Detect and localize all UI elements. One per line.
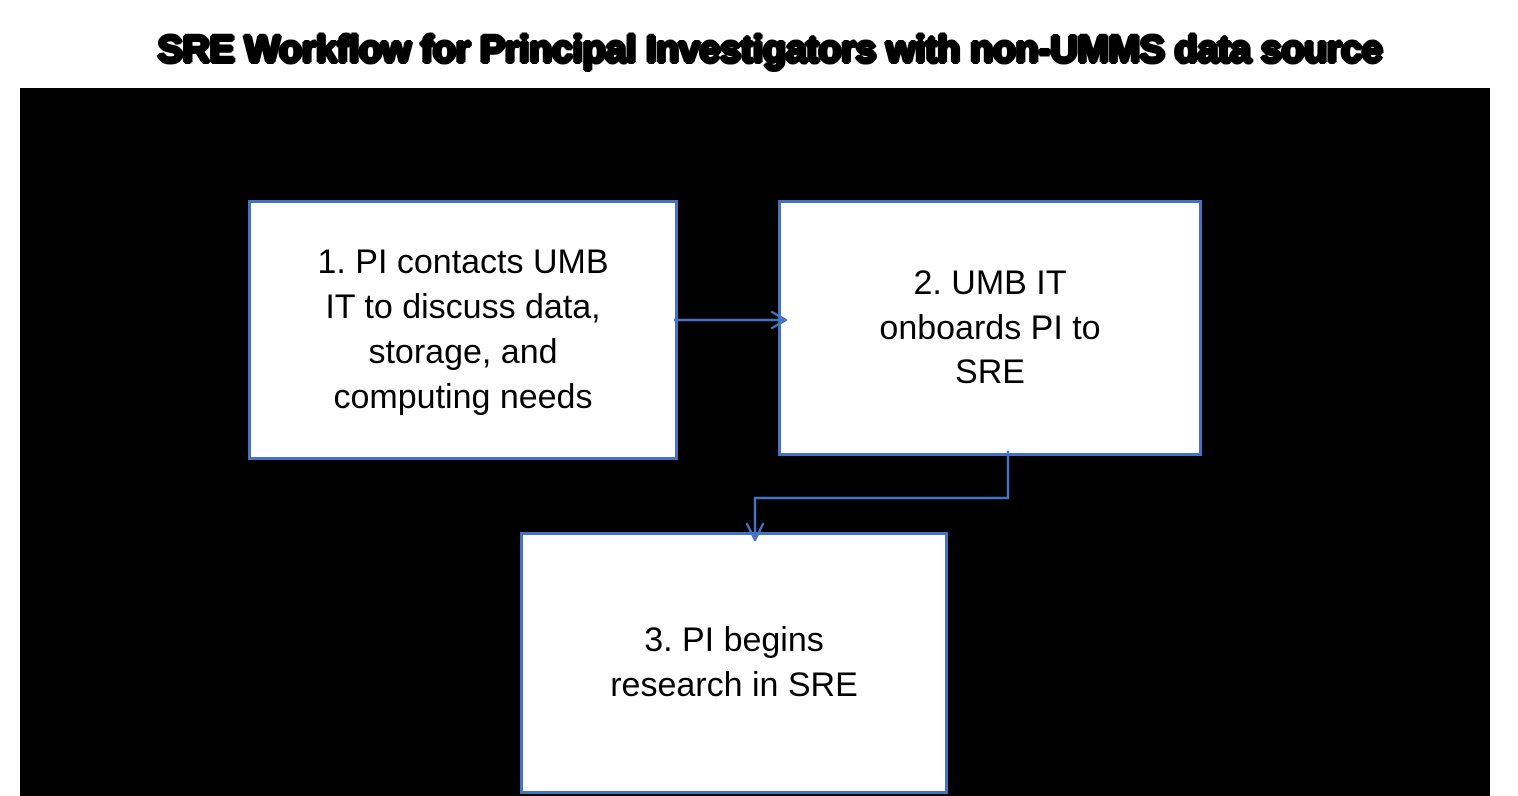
flowchart-box-step-3[interactable]: 3. PI begins research in SRE: [520, 532, 948, 794]
connector-elbow-line: [753, 450, 1010, 538]
arrowhead-right-icon: [770, 310, 788, 330]
flowchart-box-step-2[interactable]: 2. UMB IT onboards PI to SRE: [778, 200, 1202, 456]
connector-arrow-step1-to-step2: [674, 310, 788, 330]
connector-arrow-step2-to-step3: [745, 450, 1010, 542]
diagram-canvas: 1. PI contacts UMB IT to discuss data, s…: [20, 88, 1490, 796]
flowchart-box-step-2-label: 2. UMB IT onboards PI to SRE: [879, 263, 1101, 392]
flowchart-box-step-3-label: 3. PI begins research in SRE: [610, 621, 858, 704]
arrowhead-down-icon: [745, 522, 765, 542]
flowchart-box-step-1-label: 1. PI contacts UMB IT to discuss data, s…: [317, 243, 609, 416]
flowchart-box-step-1[interactable]: 1. PI contacts UMB IT to discuss data, s…: [248, 200, 678, 460]
page-title: SRE Workflow for Principal Investigators…: [157, 28, 1383, 71]
